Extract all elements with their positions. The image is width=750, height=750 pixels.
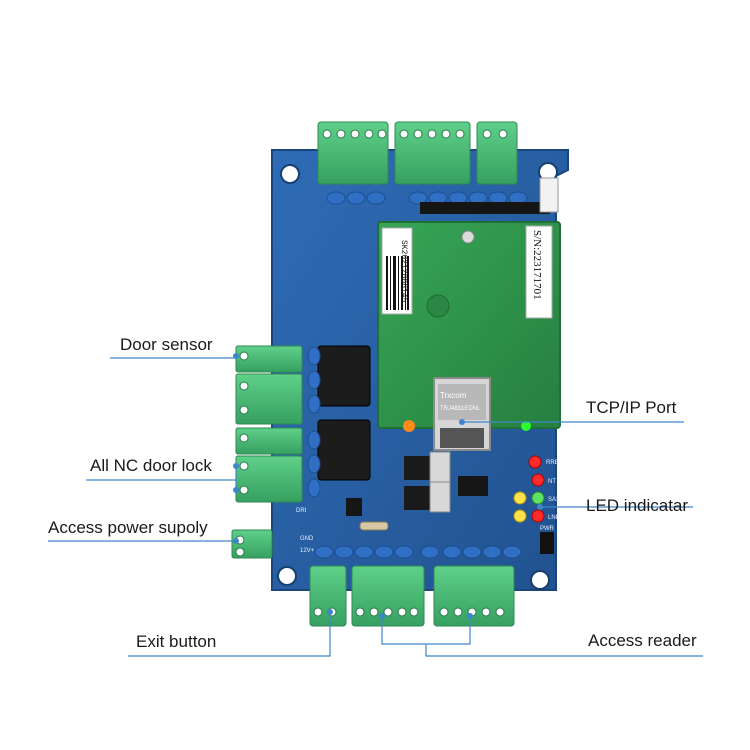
led-indicators xyxy=(513,455,545,523)
pin-label: RRE xyxy=(546,460,559,466)
status-led-green xyxy=(521,421,531,431)
bottom-capacitors xyxy=(314,545,522,559)
callout-exit-button: Exit button xyxy=(136,632,217,651)
pin-label: GND xyxy=(300,536,314,542)
pin-label: 12V+ xyxy=(300,548,315,554)
pin-label: NT xyxy=(548,479,556,485)
top-terminal-blocks xyxy=(317,121,518,185)
callout-led-indicator: LED indicatar xyxy=(586,496,689,515)
pin-label: SAS xyxy=(548,497,560,503)
relays xyxy=(317,345,371,481)
white-connector xyxy=(539,177,559,213)
pin-header xyxy=(420,202,550,214)
module-brand: Trxcom xyxy=(440,391,467,400)
pin-label: LNK xyxy=(548,515,560,521)
left-terminal-blocks xyxy=(231,345,303,559)
mosfets xyxy=(346,451,488,531)
pin-labels-left: DRI GND 12V+ xyxy=(296,508,315,554)
pin-label: DRI xyxy=(296,508,307,514)
jumper-header xyxy=(540,532,554,554)
barcode-sticker xyxy=(386,256,409,310)
pin-labels-right: RRE NT SAS LNK PWR xyxy=(540,460,560,532)
status-led-orange xyxy=(403,420,415,432)
callout-door-sensor: Door sensor xyxy=(120,335,213,354)
serial-number: S/N:223171701 xyxy=(531,230,543,300)
callout-tcp-ip-port: TCP/IP Port xyxy=(586,398,677,417)
jack-code: TRJ4831EDNL xyxy=(440,406,481,412)
callout-dots xyxy=(233,353,543,619)
barcode-text: SK20212008145 xyxy=(399,240,408,303)
left-capacitors xyxy=(307,346,321,498)
ethernet-jack xyxy=(433,377,491,451)
bottom-terminal-blocks xyxy=(309,565,515,627)
callout-access-reader: Access reader xyxy=(588,631,697,650)
callout-nc-door-lock: All NC door lock xyxy=(90,456,212,475)
pin-label: PWR xyxy=(540,526,555,532)
callout-access-power: Access power supoly xyxy=(48,518,208,537)
